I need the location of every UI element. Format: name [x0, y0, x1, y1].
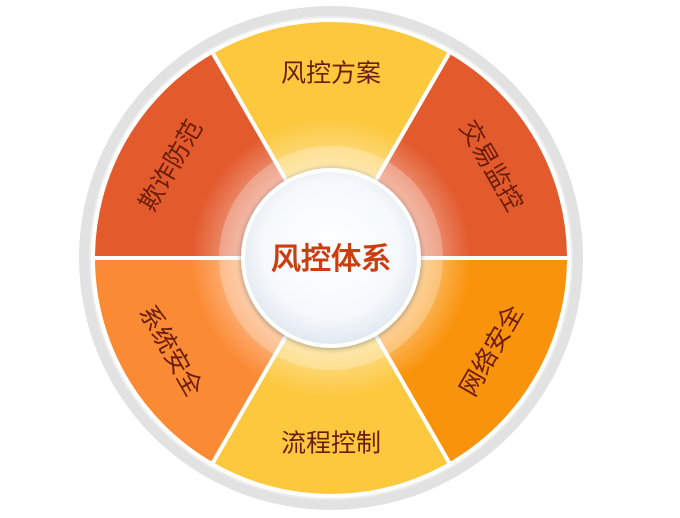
center-title: 风控体系 — [271, 242, 391, 277]
center-disc — [241, 168, 421, 348]
segment-label-process-control: 流程控制 — [281, 429, 381, 458]
segment-label-risk-plan: 风控方案 — [281, 59, 381, 88]
